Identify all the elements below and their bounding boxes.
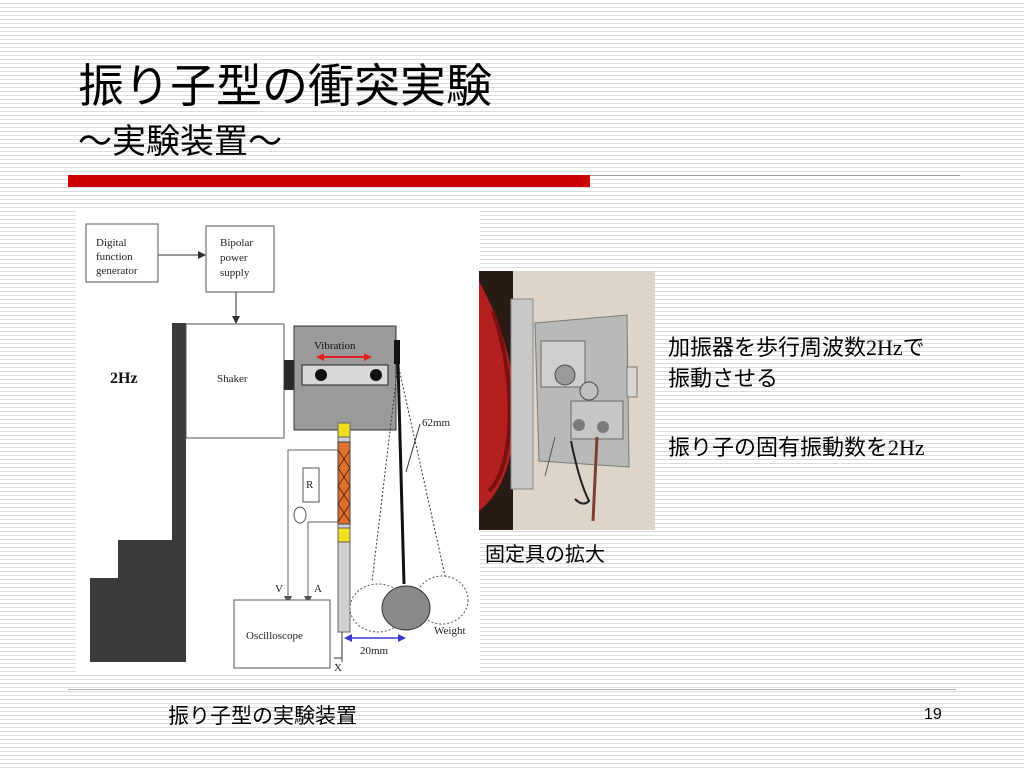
- frame-post: [172, 323, 186, 662]
- weight-label: Weight: [434, 625, 466, 637]
- footer-divider: [68, 689, 956, 690]
- power-supply-box: [205, 225, 275, 293]
- note-line-3-value: 2Hz: [888, 435, 925, 460]
- pendulum-string-ghost-right: [397, 363, 447, 581]
- page-number: 19: [924, 706, 942, 723]
- length-label: 62mm: [422, 417, 451, 429]
- note-line-1: 加振器を歩行周波数2Hzで: [668, 332, 925, 365]
- current-probe: [293, 506, 307, 524]
- oscilloscope-label: Oscilloscope: [246, 630, 303, 642]
- power-supply-label: Bipolar power supply: [220, 237, 256, 279]
- note-line-1-prefix: 加振器を歩行周波数: [668, 336, 867, 361]
- resistor: [302, 467, 320, 503]
- slide-title: 振り子型の衝突実験: [78, 59, 492, 113]
- title-accent-bar: [68, 175, 590, 187]
- pendulum-string-ghost-left: [371, 363, 399, 583]
- note-line-1-suffix: で: [902, 336, 925, 361]
- pivot-bracket: [394, 340, 400, 364]
- function-generator-label: Digital function generator: [96, 237, 138, 277]
- shaker-label: Shaker: [217, 373, 248, 385]
- frame-base-lower: [90, 578, 174, 662]
- clamp-bolt-left: [315, 369, 327, 381]
- function-generator-box: [85, 223, 159, 283]
- slide-subtitle: ～実験装置～: [78, 122, 282, 162]
- oscilloscope-box: [233, 599, 331, 669]
- vibration-label: Vibration: [314, 340, 356, 352]
- piezo-coil: [337, 441, 351, 525]
- apparatus-diagram: Digital function generator Bipolar power…: [76, 210, 480, 674]
- frame-base-upper: [118, 540, 174, 580]
- resistor-label: R: [306, 479, 314, 491]
- frequency-label: 2Hz: [110, 370, 138, 387]
- shaker-box: [185, 323, 285, 439]
- connector-top: [337, 422, 351, 438]
- displacement-label: X: [334, 662, 342, 672]
- voltage-label: V: [275, 583, 283, 595]
- clamp-bolt-right: [370, 369, 382, 381]
- title-divider-line: [590, 175, 960, 176]
- fixture-photo: [479, 271, 655, 530]
- shaker-shaft: [284, 360, 294, 390]
- note-line-3: 振り子の固有振動数を2Hz: [668, 432, 925, 465]
- connector-bottom: [337, 527, 351, 543]
- distance-label: 20mm: [360, 645, 389, 657]
- pendulum-string: [396, 363, 406, 585]
- pendulum-weight: [381, 585, 431, 631]
- current-label: A: [314, 583, 322, 595]
- note-line-3-prefix: 振り子の固有振動数を: [668, 436, 889, 461]
- note-line-1-value: 2Hz: [866, 335, 903, 360]
- footer-caption: 振り子型の実験装置: [168, 704, 357, 728]
- photo-caption: 固定具の拡大: [485, 542, 605, 566]
- note-line-2: 振動させる: [668, 367, 779, 392]
